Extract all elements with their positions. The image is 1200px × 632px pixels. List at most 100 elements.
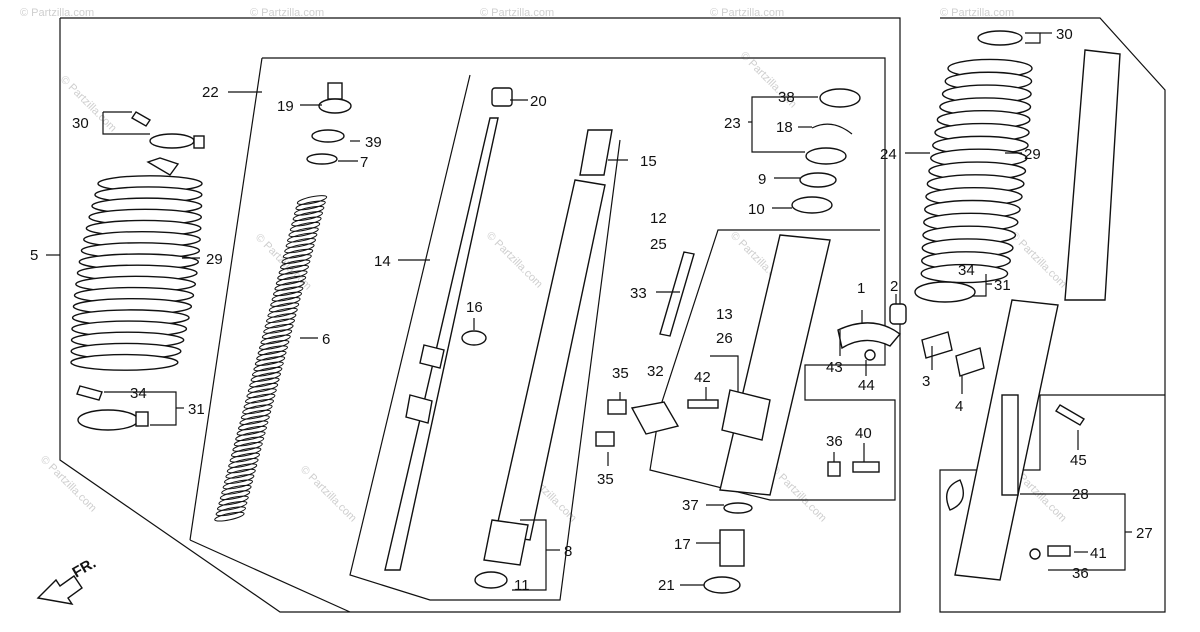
spring-coil [238,420,269,431]
callout-14[interactable]: 14 [374,253,391,270]
callout-9[interactable]: 9 [758,171,766,188]
callout-23[interactable]: 23 [724,115,741,132]
spring-coil [243,399,274,409]
callout-42[interactable]: 42 [694,369,711,386]
callout-31-left[interactable]: 31 [188,401,205,418]
spring-coil [218,495,249,506]
callout-26[interactable]: 26 [716,330,733,347]
callout-3[interactable]: 3 [922,373,930,390]
callout-29-left[interactable]: 29 [206,251,223,268]
callout-31-right[interactable]: 31 [994,277,1011,294]
spring-coil [295,200,326,211]
callout-labels: 5 22 30 29 19 39 7 6 34 31 14 20 15 16 8… [30,26,1153,594]
spring-coil [224,474,255,484]
callout-17[interactable]: 17 [674,536,691,553]
callout-35-bottom[interactable]: 35 [597,471,614,488]
spring-coil [270,297,301,307]
callout-4[interactable]: 4 [955,398,963,415]
callout-20[interactable]: 20 [530,93,547,110]
screw-30-left [131,111,151,127]
callout-5[interactable]: 5 [30,247,38,264]
callout-36-right[interactable]: 36 [1072,565,1089,582]
callout-33[interactable]: 33 [630,285,647,302]
callout-21[interactable]: 21 [658,577,675,594]
callout-2[interactable]: 2 [890,278,898,295]
callout-16[interactable]: 16 [466,299,483,316]
spring-coil [294,205,325,216]
spring-coil [222,479,253,490]
seal-stack [791,88,861,214]
spring-coil [245,393,276,404]
inner-frame-22 [262,57,896,501]
fork-cap-group [306,82,352,165]
callout-10[interactable]: 10 [748,201,765,218]
spring-coil [287,232,318,243]
callout-37[interactable]: 37 [682,497,699,514]
callout-8[interactable]: 8 [564,543,572,560]
inner-fork-tube [474,129,613,589]
callout-40[interactable]: 40 [855,425,872,442]
spring-coil [228,458,259,468]
callout-29-right[interactable]: 29 [1024,146,1041,163]
spring-coil [215,506,246,517]
callout-41[interactable]: 41 [1090,545,1107,562]
watermark: © Partzilla.com [940,7,1014,19]
spring-coil [273,286,304,297]
right-dust-boot [914,30,1033,303]
callout-25[interactable]: 25 [650,236,667,253]
callout-35-top[interactable]: 35 [612,365,629,382]
callout-39[interactable]: 39 [365,134,382,151]
fork-spring [214,195,328,522]
spring-coil [257,345,288,356]
callout-12[interactable]: 12 [650,210,667,227]
callout-28[interactable]: 28 [1072,486,1089,503]
assembly-outline-left [59,17,901,613]
boot-fold [70,353,179,371]
callout-15[interactable]: 15 [640,153,657,170]
callout-11[interactable]: 11 [514,577,530,594]
leader-lines [46,32,1132,591]
callout-32[interactable]: 32 [647,363,664,380]
spring-coil [268,302,300,313]
spring-coil [256,350,287,361]
spring-coil [249,377,280,388]
spring-coil [231,447,262,458]
callout-1[interactable]: 1 [857,280,865,297]
callout-45[interactable]: 45 [1070,452,1087,469]
callout-13[interactable]: 13 [716,306,733,323]
spring-coil [252,366,283,377]
callout-6[interactable]: 6 [322,331,330,348]
spring-coil [250,372,281,383]
callout-19[interactable]: 19 [277,98,294,115]
callout-34-left[interactable]: 34 [130,385,147,402]
callout-18[interactable]: 18 [776,119,793,136]
spring-coil [226,463,258,474]
spring-coil [271,291,302,302]
callout-36-mid[interactable]: 36 [826,433,843,450]
spring-coil [291,216,322,227]
watermark: © Partzilla.com [484,230,545,291]
spring-coil [232,441,263,452]
callout-44[interactable]: 44 [858,377,875,394]
damper-rod [384,87,513,571]
spring-coil [259,339,290,350]
callout-24[interactable]: 24 [880,146,897,163]
spring-coil [221,484,252,495]
spring-coil [235,431,266,442]
spring-coil [289,221,321,232]
callout-34-right[interactable]: 34 [958,262,975,279]
spring-coil [296,195,328,205]
callout-43[interactable]: 43 [826,359,843,376]
callout-22[interactable]: 22 [202,84,219,101]
callout-38[interactable]: 38 [778,89,795,106]
boot-clamp-top-left [149,133,195,149]
boot-clamp-bottom-left [77,409,139,431]
clamp-screw-left-bottom [135,411,149,427]
spring-coil [275,275,307,286]
callout-27[interactable]: 27 [1136,525,1153,542]
screw-34-left [76,385,103,401]
callout-30-right[interactable]: 30 [1056,26,1073,43]
callout-30-left[interactable]: 30 [72,115,89,132]
callout-7[interactable]: 7 [360,154,368,171]
